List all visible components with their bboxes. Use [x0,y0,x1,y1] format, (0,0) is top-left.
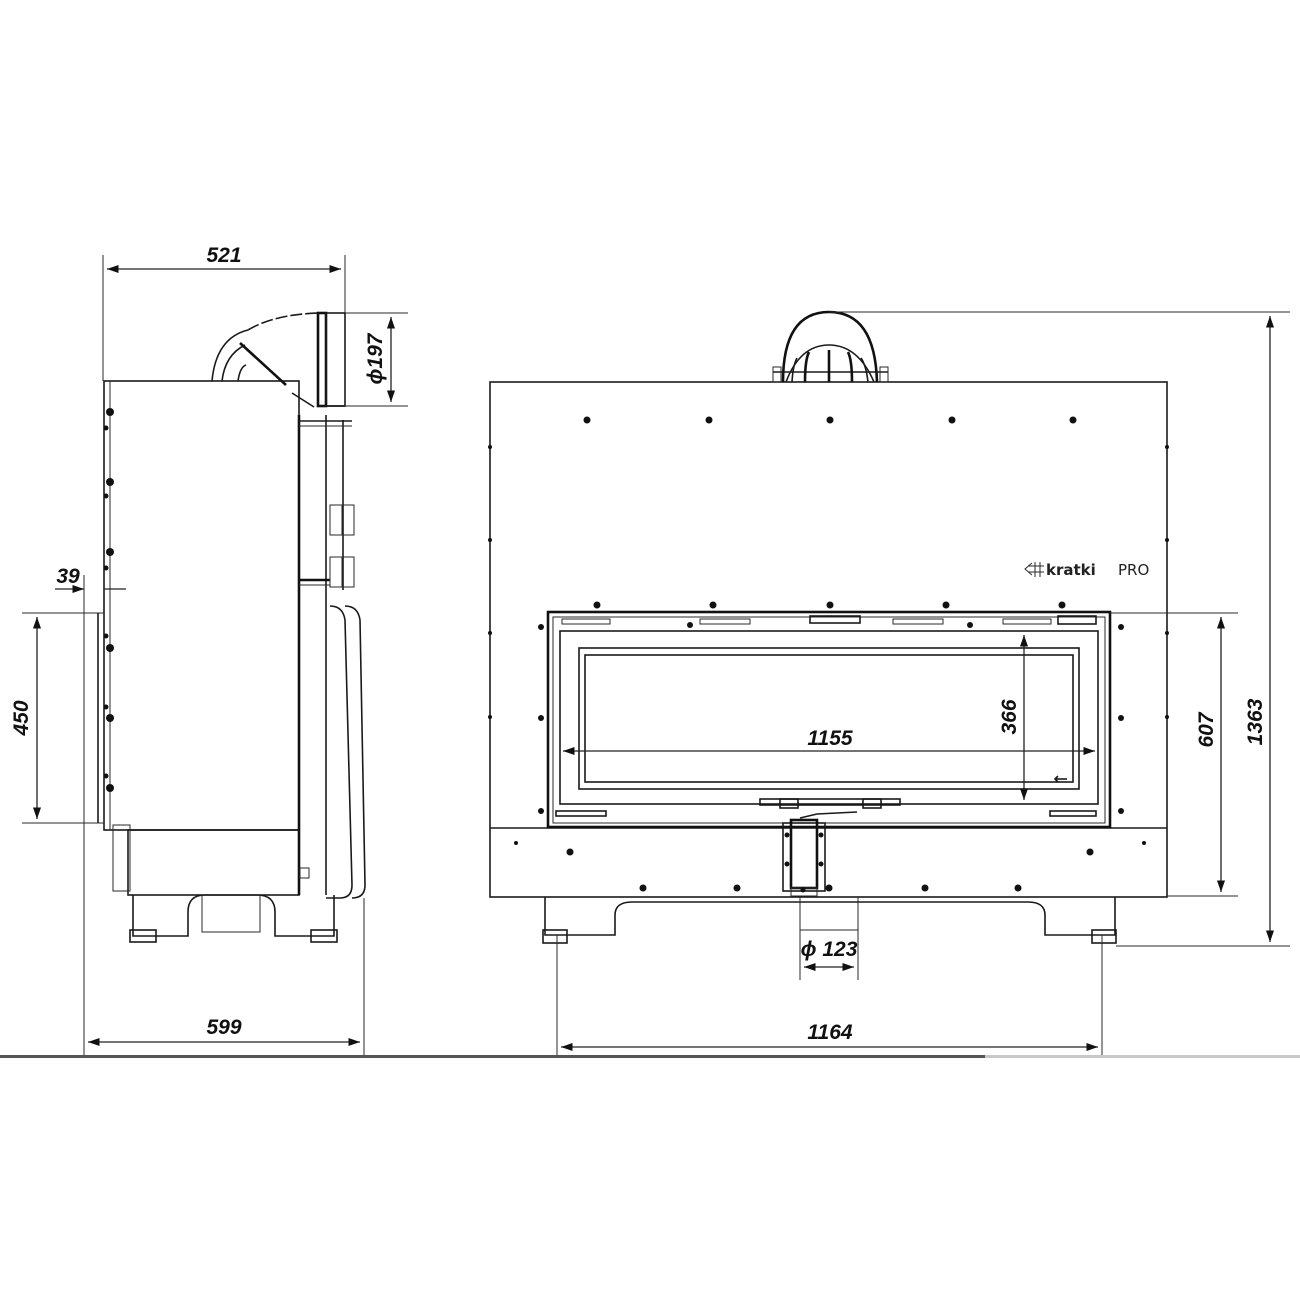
dim-feet-span: 1164 [556,935,1103,1055]
side-foot-left [129,929,157,943]
dim-side-depth-base: 599 [88,898,365,1055]
dim-opening-height: 607 [1110,612,1238,897]
dim-label-521: 521 [206,244,241,267]
air-control-lever [782,811,858,897]
footer-bar-light [985,1055,1300,1058]
side-panel-screws [103,408,114,792]
side-door-glass [326,605,353,899]
dim-label-607: 607 [1195,711,1218,747]
dim-label-1363: 1363 [1244,698,1267,745]
kratki-hash-arrow-icon [1024,562,1044,577]
dim-side-depth-top: 521 [102,244,346,381]
side-flue-elbow [211,329,249,382]
front-bottom-screws [514,841,1146,892]
side-foot-right [310,929,338,943]
dim-label-599: 599 [206,1016,241,1039]
front-casing [489,381,1168,898]
front-flue-outlet [772,310,889,383]
dim-label-366: 366 [998,699,1021,734]
side-base-stand [132,894,335,937]
dim-glass-width: 1155 [563,727,1095,756]
side-body-upper [103,380,300,831]
dim-label-39: 39 [56,565,80,588]
glass-outer [578,647,1080,790]
glass-inner [584,654,1074,783]
side-view: 521 ϕ197 39 450 599 [10,244,408,1055]
front-base-stand [544,897,1116,936]
door-fittings [538,615,1124,817]
dim-label-phi123: ϕ 123 [801,938,858,961]
dim-overall-height: 1363 [829,311,1290,947]
dim-label-1164: 1164 [807,1021,852,1044]
front-top-screws [488,416,1169,719]
dim-air-inlet: ϕ 123 [801,938,858,972]
door-frame-inner [559,630,1099,805]
brand-logo: kratki PRO [1024,561,1149,579]
dim-label-450: 450 [10,700,33,736]
dim-side-flue: ϕ197 [345,312,408,407]
footer-bar [0,1055,985,1058]
front-view: kratki PRO [488,310,1290,1055]
dim-label-1155: 1155 [807,727,852,750]
dim-glass-height: 366 [998,635,1029,800]
logo-brand-name: kratki [1046,561,1096,579]
logo-suffix: PRO [1118,561,1149,579]
dim-side-offset: 39 [55,565,126,1055]
front-foot-left [542,929,568,944]
door-frame-outer [546,610,1112,829]
side-body-lower [127,829,300,896]
dim-side-panel-height: 450 [10,612,104,824]
front-foot-right [1091,929,1117,944]
side-flue-collar [316,311,328,408]
dim-label-phi197: ϕ197 [364,332,387,384]
